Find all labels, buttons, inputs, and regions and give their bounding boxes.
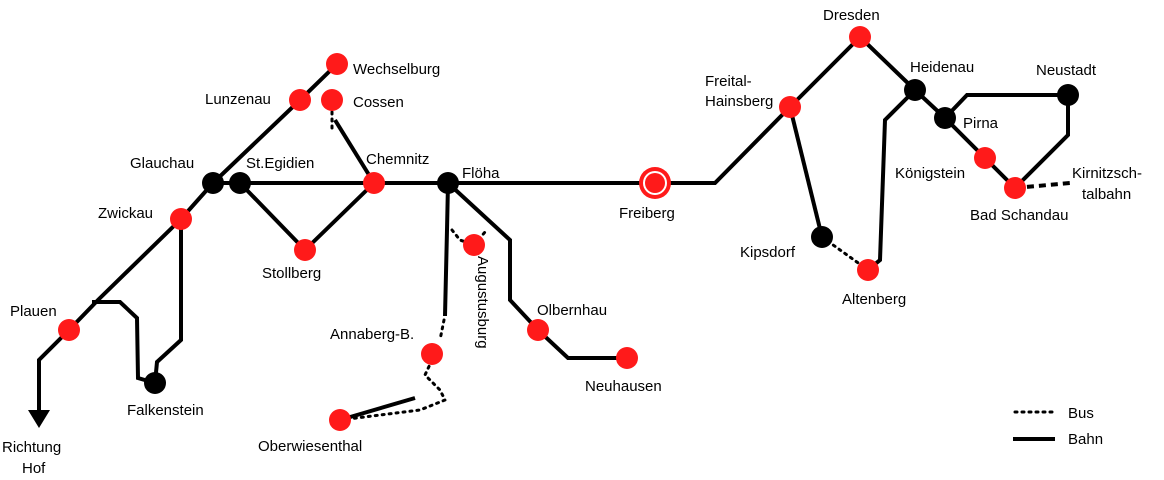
- legend: Bus Bahn: [1013, 405, 1103, 448]
- station-pirna[interactable]: [934, 107, 956, 129]
- station-bad-schandau[interactable]: [1004, 177, 1026, 199]
- station-altenberg[interactable]: [857, 259, 879, 281]
- label-pirna: Pirna: [963, 115, 999, 132]
- bus-annaberg-oberwiesenthal: [338, 358, 448, 422]
- label-plauen: Plauen: [10, 303, 57, 320]
- label-cossen: Cossen: [353, 94, 404, 111]
- line-floeha-annaberg: [443, 182, 450, 317]
- label-altenberg: Altenberg: [842, 291, 906, 308]
- label-glauchau: Glauchau: [130, 155, 194, 172]
- station-labels: Dresden Heidenau Neustadt Pirna Freital-…: [2, 7, 1142, 477]
- station-augustusburg[interactable]: [463, 234, 485, 256]
- label-oberwiesenthal: Oberwiesenthal: [258, 438, 362, 455]
- label-st-egidien: St.Egidien: [246, 155, 314, 172]
- line-stegidien-stollberg: [238, 181, 307, 252]
- kirnitzschtalbahn-line: [1014, 181, 1071, 190]
- line-cossen-chemnitz: [333, 118, 376, 185]
- station-neustadt[interactable]: [1057, 84, 1079, 106]
- station-chemnitz[interactable]: [363, 172, 385, 194]
- label-floeha: Flöha: [462, 165, 500, 182]
- station-falkenstein[interactable]: [144, 372, 166, 394]
- station-neuhausen[interactable]: [616, 347, 638, 369]
- label-zwickau: Zwickau: [98, 205, 153, 222]
- legend-bahn-label: Bahn: [1068, 431, 1103, 448]
- label-neustadt: Neustadt: [1036, 62, 1097, 79]
- label-kipsdorf: Kipsdorf: [740, 244, 796, 261]
- line-plauen-falkenstein: [92, 300, 156, 385]
- arrow-down-icon: [28, 410, 50, 428]
- label-richtung: Richtung: [2, 439, 61, 456]
- station-glauchau[interactable]: [202, 172, 224, 194]
- station-kipsdorf[interactable]: [811, 226, 833, 248]
- label-chemnitz: Chemnitz: [366, 151, 429, 168]
- line-stollberg-chemnitz: [303, 181, 376, 252]
- station-lunzenau[interactable]: [289, 89, 311, 111]
- label-bad-schandau: Bad Schandau: [970, 207, 1068, 224]
- station-koenigstein[interactable]: [974, 147, 996, 169]
- station-annaberg[interactable]: [421, 343, 443, 365]
- station-freital-hainsberg[interactable]: [779, 96, 801, 118]
- legend-bus-label: Bus: [1068, 405, 1094, 422]
- label-kirnitzsch-1: Kirnitzsch-: [1072, 165, 1142, 182]
- line-main-west-east: [213, 35, 862, 185]
- label-wechselburg: Wechselburg: [353, 61, 440, 78]
- label-kirnitzsch-2: talbahn: [1082, 186, 1131, 203]
- label-freital-1: Freital-: [705, 73, 752, 90]
- line-zwickau-falkenstein: [153, 219, 183, 384]
- label-lunzenau: Lunzenau: [205, 91, 271, 108]
- label-augustusburg: Augustusburg: [474, 256, 491, 349]
- station-olbernhau[interactable]: [527, 319, 549, 341]
- label-freital-2: Hainsberg: [705, 93, 773, 110]
- stations: [58, 26, 1079, 431]
- line-freital-kipsdorf: [788, 106, 824, 238]
- bus-annaberg-top: [438, 318, 446, 342]
- station-zwickau[interactable]: [170, 208, 192, 230]
- label-koenigstein: Königstein: [895, 165, 965, 182]
- station-st-egidien[interactable]: [229, 172, 251, 194]
- station-plauen[interactable]: [58, 319, 80, 341]
- line-floeha-olbernhau: [446, 181, 627, 360]
- station-floeha[interactable]: [437, 172, 459, 194]
- label-stollberg: Stollberg: [262, 265, 321, 282]
- label-falkenstein: Falkenstein: [127, 402, 204, 419]
- station-dresden[interactable]: [849, 26, 871, 48]
- line-annaberg-oberwiesenthal: [339, 396, 416, 422]
- label-hof: Hof: [22, 460, 46, 477]
- label-annaberg: Annaberg-B.: [330, 326, 414, 343]
- station-oberwiesenthal[interactable]: [329, 409, 351, 431]
- station-heidenau[interactable]: [904, 79, 926, 101]
- station-freiberg[interactable]: [639, 167, 671, 199]
- label-heidenau: Heidenau: [910, 59, 974, 76]
- station-cossen[interactable]: [321, 89, 343, 111]
- label-neuhausen: Neuhausen: [585, 378, 662, 395]
- station-stollberg[interactable]: [294, 239, 316, 261]
- label-freiberg: Freiberg: [619, 205, 675, 222]
- label-dresden: Dresden: [823, 7, 880, 24]
- station-wechselburg[interactable]: [326, 53, 348, 75]
- label-olbernhau: Olbernhau: [537, 302, 607, 319]
